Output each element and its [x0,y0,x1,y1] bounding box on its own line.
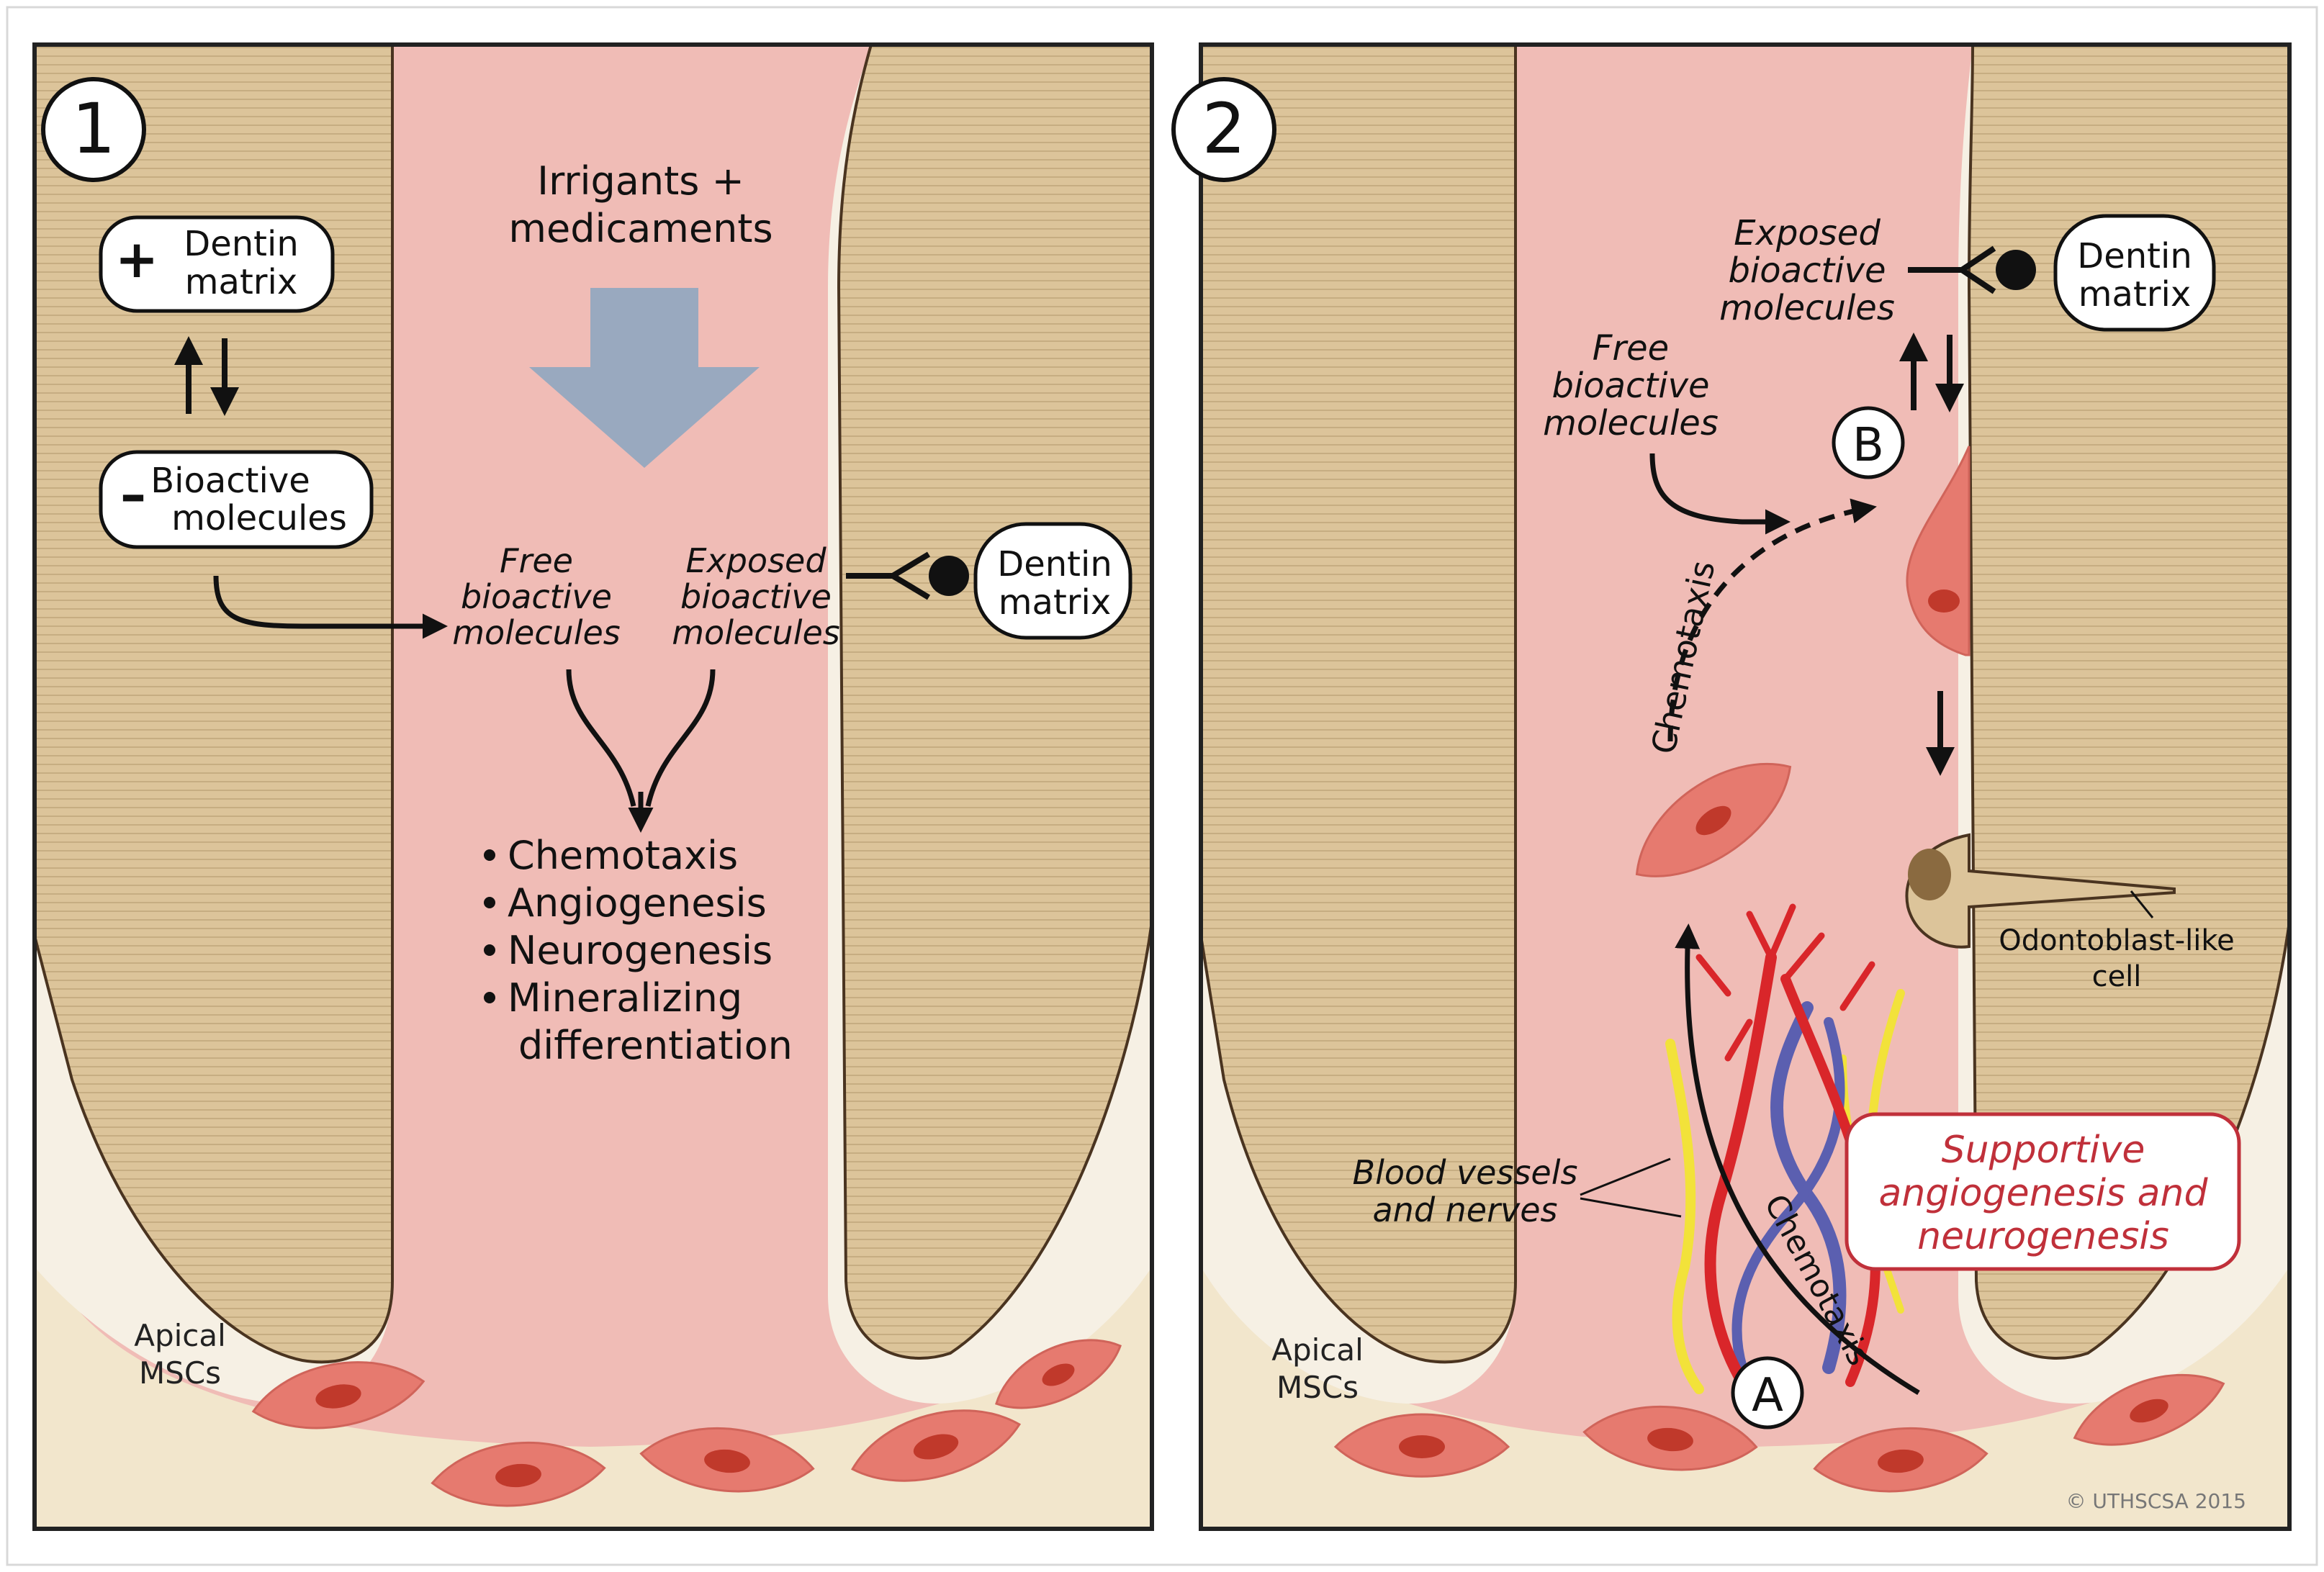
svg-text:molecules: molecules [452,613,621,652]
panel-1-number: 1 [41,77,146,182]
svg-text:bioactive: bioactive [1551,366,1709,406]
minus-sign: – [120,464,146,525]
svg-text:Irrigants +: Irrigants + [537,158,744,204]
svg-text:Dentin: Dentin [2077,236,2192,276]
svg-text:Free: Free [1593,328,1669,369]
converging-arrows [566,669,716,833]
irrigants-label: Irrigants + medicaments [508,158,773,251]
marker-a: A [1731,1356,1804,1429]
svg-text:Blood vessels: Blood vessels [1353,1153,1578,1192]
svg-text:cell: cell [2092,960,2142,993]
release-arrow [213,575,448,639]
copyright-text: © UTHSCSA 2015 [2066,1489,2246,1513]
svg-text:Apical: Apical [134,1318,226,1353]
chemotaxis-main-arrow [1675,923,1920,1396]
irrigant-arrow [529,288,760,468]
svg-text:Angiogenesis: Angiogenesis [508,880,767,926]
svg-text:MSCs: MSCs [139,1355,221,1391]
svg-text:MSCs: MSCs [1276,1370,1359,1405]
receptor-icon [846,551,931,600]
chemotaxis-dashed-arrow [1667,498,1877,742]
svg-text:molecules: molecules [171,498,347,538]
svg-text:differentiation: differentiation [518,1023,793,1068]
svg-text:Mineralizing: Mineralizing [508,975,742,1021]
odontoblast-cell [1905,833,2176,949]
svg-text:matrix: matrix [185,262,297,302]
apical-cells-2 [1333,1373,2225,1493]
apical-mscs-label-1: Apical MSCs [134,1318,226,1391]
svg-text:bioactive: bioactive [461,577,612,616]
dentin-matrix-box-right: Dentin matrix [973,522,1132,640]
svg-text:Neurogenesis: Neurogenesis [508,928,773,973]
exposed-bioactive-label-2: Exposed bioactive molecules [1719,213,1895,328]
plus-sign: + [115,229,158,289]
svg-text:Supportive: Supportive [1942,1129,2145,1172]
svg-text:bioactive: bioactive [680,577,832,616]
apical-mscs-label-2: Apical MSCs [1271,1332,1364,1405]
odontoblast-label: Odontoblast-like cell [1999,890,2235,993]
svg-text:matrix: matrix [999,582,1111,623]
marker-b: B [1832,406,1905,479]
svg-text:molecules: molecules [1543,403,1719,443]
dentin-left-2 [1201,45,1517,1364]
dentin-right [837,45,1152,1360]
apical-cells [251,1339,1122,1507]
svg-text:B: B [1852,419,1884,472]
dentin-ligand-icon-2 [1996,250,2036,290]
svg-text:and nerves: and nerves [1372,1191,1557,1229]
free-molecule-arrow [1649,453,1791,535]
supportive-callout: Supportive angiogenesis and neurogenesis [1845,1112,2241,1271]
svg-text:1: 1 [71,89,115,169]
receptor-icon-2 [1908,245,1996,294]
svg-text:A: A [1752,1369,1783,1422]
svg-text:neurogenesis: neurogenesis [1917,1215,2169,1258]
svg-text:Odontoblast-like: Odontoblast-like [1999,924,2234,957]
svg-text:Chemotaxis: Chemotaxis [508,833,738,878]
exposed-bioactive-label: Exposed bioactive molecules [672,541,840,652]
dentin-matrix-box-2: Dentin matrix [2053,214,2216,332]
svg-text:Exposed: Exposed [1734,213,1881,253]
dentin-left [35,45,394,1364]
svg-text:Bioactive: Bioactive [150,461,310,501]
svg-text:Apical: Apical [1271,1332,1364,1368]
vessels-label: Blood vessels and nerves [1353,1153,1682,1229]
svg-text:angiogenesis and: angiogenesis and [1878,1172,2208,1215]
svg-text:Dentin: Dentin [184,224,299,264]
svg-text:matrix: matrix [2078,274,2191,315]
dentin-ligand-icon [929,556,969,596]
free-bioactive-label: Free bioactive molecules [452,541,621,652]
svg-text:bioactive: bioactive [1728,250,1886,291]
dentin-matrix-box: + Dentin matrix [99,215,335,313]
effects-list: Chemotaxis Angiogenesis Neurogenesis Min… [484,833,793,1068]
panel-1-border [32,42,1154,1531]
svg-text:molecules: molecules [1719,288,1895,328]
exchange-arrows [174,336,239,416]
exchange-arrows-2 [1899,333,1964,412]
migrating-cell [1635,763,1792,877]
svg-text:Dentin: Dentin [997,544,1112,584]
svg-text:molecules: molecules [672,613,840,652]
svg-text:Exposed: Exposed [685,541,827,580]
attached-cell [1906,446,1971,656]
panel-2-number: 2 [1171,77,1276,182]
bioactive-molecules-box: – Bioactive molecules [99,450,374,549]
free-bioactive-label-2: Free bioactive molecules [1543,328,1719,443]
panel-2-border [1199,42,2292,1531]
dentin-right-2 [1967,45,2289,1360]
svg-text:2: 2 [1202,89,1246,169]
svg-text:medicaments: medicaments [508,206,773,251]
svg-text:Free: Free [500,541,573,580]
